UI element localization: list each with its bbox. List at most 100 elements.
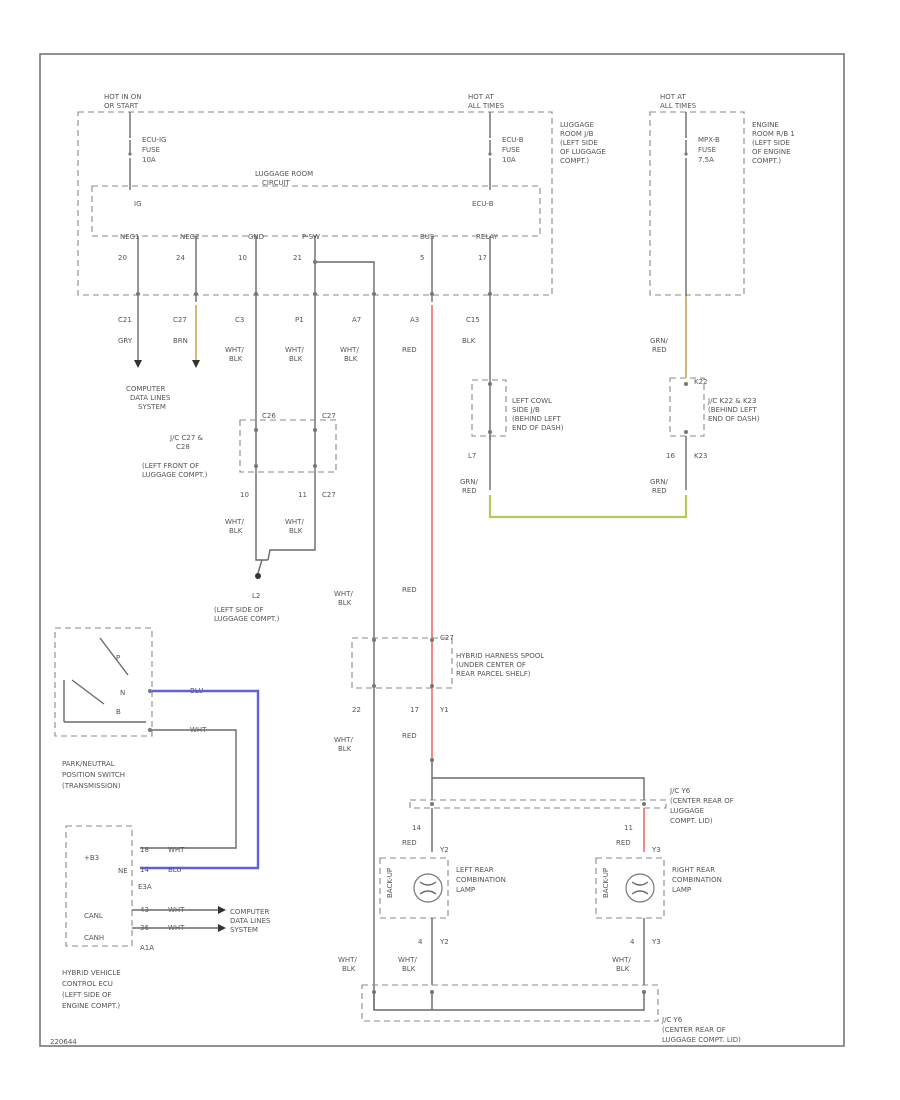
park-neutral-switch: P N B BLU WHT PARK/NEUTRAL POSITION SWIT… (54, 627, 260, 870)
svg-text:SYSTEM: SYSTEM (138, 403, 166, 411)
svg-text:NEG1: NEG1 (120, 233, 140, 241)
svg-text:17: 17 (410, 706, 419, 714)
svg-text:C27: C27 (322, 491, 336, 499)
svg-text:BLU: BLU (168, 866, 181, 874)
hybrid-vehicle-ecu: +B3 NE E3A CANL CANH A1A 18 14 43 36 WHT… (62, 825, 271, 1010)
svg-text:END OF DASH): END OF DASH) (708, 415, 760, 423)
svg-text:J/C Y6: J/C Y6 (661, 1016, 683, 1024)
svg-text:L7: L7 (468, 452, 476, 460)
svg-text:DATA LINES: DATA LINES (230, 917, 271, 925)
svg-text:4: 4 (630, 938, 635, 946)
svg-text:21: 21 (293, 254, 302, 262)
svg-text:5: 5 (420, 254, 424, 262)
svg-text:A3: A3 (410, 316, 419, 324)
svg-text:J/C C27 &: J/C C27 & (169, 434, 204, 442)
svg-text:RED: RED (402, 346, 417, 354)
svg-text:10: 10 (238, 254, 247, 262)
svg-text:Y2: Y2 (439, 938, 449, 946)
svg-text:K22: K22 (694, 378, 708, 386)
svg-text:BLK: BLK (462, 337, 476, 345)
footer-code: 220644 (50, 1038, 77, 1046)
svg-text:RELAY: RELAY (476, 233, 499, 241)
svg-text:FUSE: FUSE (142, 146, 160, 154)
svg-text:LAMP: LAMP (456, 886, 475, 894)
svg-text:LUGGAGE: LUGGAGE (560, 121, 594, 129)
svg-text:LAMP: LAMP (672, 886, 691, 894)
svg-text:BLK: BLK (342, 965, 356, 973)
svg-text:MPX-B: MPX-B (698, 136, 720, 144)
svg-text:BLK: BLK (229, 355, 243, 363)
svg-text:BACK-UP: BACK-UP (602, 868, 610, 898)
svg-text:B: B (116, 708, 121, 716)
svg-text:BLK: BLK (229, 527, 243, 535)
svg-text:CANH: CANH (84, 934, 104, 942)
svg-text:Y3: Y3 (651, 938, 661, 946)
svg-text:7.5A: 7.5A (698, 156, 714, 164)
svg-text:RIGHT REAR: RIGHT REAR (672, 866, 715, 874)
svg-text:COMPUTER: COMPUTER (126, 385, 165, 393)
fuse-ecu-b: ECU-B FUSE 10A (488, 112, 524, 190)
svg-text:(TRANSMISSION): (TRANSMISSION) (62, 782, 121, 790)
svg-text:ECU-B: ECU-B (502, 136, 524, 144)
svg-text:PARK/NEUTRAL: PARK/NEUTRAL (62, 760, 115, 768)
svg-text:CIRCUIT: CIRCUIT (262, 179, 291, 187)
svg-text:SYSTEM: SYSTEM (230, 926, 258, 934)
svg-text:COMBINATION: COMBINATION (456, 876, 506, 884)
svg-text:(LEFT SIDE OF: (LEFT SIDE OF (62, 991, 112, 999)
svg-text:Y1: Y1 (439, 706, 449, 714)
svg-text:C28: C28 (176, 443, 190, 451)
right-rear-lamp: BACK-UP Y3 RIGHT REAR COMBINATION LAMP 4… (595, 846, 722, 985)
svg-text:ALL TIMES: ALL TIMES (660, 102, 697, 110)
hot-at-all-label-1: HOT AT (468, 93, 495, 101)
svg-text:IG: IG (134, 200, 142, 208)
svg-text:WHT/: WHT/ (225, 518, 244, 526)
svg-text:L2: L2 (252, 592, 260, 600)
svg-text:C27: C27 (322, 412, 336, 420)
svg-text:ENGINE: ENGINE (752, 121, 779, 129)
svg-text:OF ENGINE: OF ENGINE (752, 148, 791, 156)
jc-y6-top: J/C Y6 (CENTER REAR OF LUGGAGE COMPT. LI… (402, 758, 734, 852)
svg-text:(LEFT SIDE: (LEFT SIDE (560, 139, 598, 147)
svg-text:(LEFT SIDE: (LEFT SIDE (752, 139, 790, 147)
svg-text:CONTROL ECU: CONTROL ECU (62, 980, 113, 988)
svg-text:C27: C27 (173, 316, 187, 324)
svg-text:GRN/: GRN/ (650, 478, 669, 486)
left-rear-lamp: BACK-UP Y2 LEFT REAR COMBINATION LAMP 4 … (379, 846, 506, 985)
svg-text:ROOM J/B: ROOM J/B (560, 130, 594, 138)
svg-text:K23: K23 (694, 452, 708, 460)
svg-text:BLK: BLK (289, 527, 303, 535)
svg-text:COMBINATION: COMBINATION (672, 876, 722, 884)
svg-text:ROOM R/B 1: ROOM R/B 1 (752, 130, 795, 138)
svg-text:10: 10 (240, 491, 249, 499)
svg-text:HYBRID VEHICLE: HYBRID VEHICLE (62, 969, 121, 977)
svg-text:COMPT.): COMPT.) (752, 157, 781, 165)
svg-text:WHT/: WHT/ (334, 590, 353, 598)
svg-text:WHT/: WHT/ (285, 518, 304, 526)
svg-text:GRN/: GRN/ (650, 337, 669, 345)
svg-text:BACK-UP: BACK-UP (386, 868, 394, 898)
svg-text:DATA LINES: DATA LINES (130, 394, 171, 402)
svg-text:POSITION SWITCH: POSITION SWITCH (62, 771, 125, 779)
svg-text:N: N (120, 689, 125, 697)
svg-text:SIDE J/B: SIDE J/B (512, 406, 540, 414)
svg-text:COMPUTER: COMPUTER (230, 908, 269, 916)
svg-text:BUS: BUS (420, 233, 435, 241)
svg-text:P-SW: P-SW (302, 233, 320, 241)
svg-text:WHT/: WHT/ (612, 956, 631, 964)
svg-text:(BEHIND LEFT: (BEHIND LEFT (708, 406, 757, 414)
svg-text:20: 20 (118, 254, 127, 262)
svg-text:WHT/: WHT/ (285, 346, 304, 354)
svg-text:BLK: BLK (338, 745, 352, 753)
svg-text:GRY: GRY (118, 337, 133, 345)
svg-text:P1: P1 (295, 316, 304, 324)
jc-c27: C26 C27 10 11 C27 J/C C27 & C28 (LEFT FR… (142, 412, 337, 623)
svg-text:WHT/: WHT/ (398, 956, 417, 964)
svg-text:LUGGAGE COMPT. LID): LUGGAGE COMPT. LID) (662, 1036, 741, 1044)
svg-text:WHT/: WHT/ (334, 736, 353, 744)
svg-text:(CENTER REAR OF: (CENTER REAR OF (662, 1026, 726, 1034)
svg-text:OF LUGGAGE: OF LUGGAGE (560, 148, 606, 156)
luggage-circuit-label: LUGGAGE ROOM (255, 170, 313, 178)
svg-text:ALL TIMES: ALL TIMES (468, 102, 505, 110)
svg-text:+B3: +B3 (84, 854, 99, 862)
svg-text:ENGINE COMPT.): ENGINE COMPT.) (62, 1002, 120, 1010)
